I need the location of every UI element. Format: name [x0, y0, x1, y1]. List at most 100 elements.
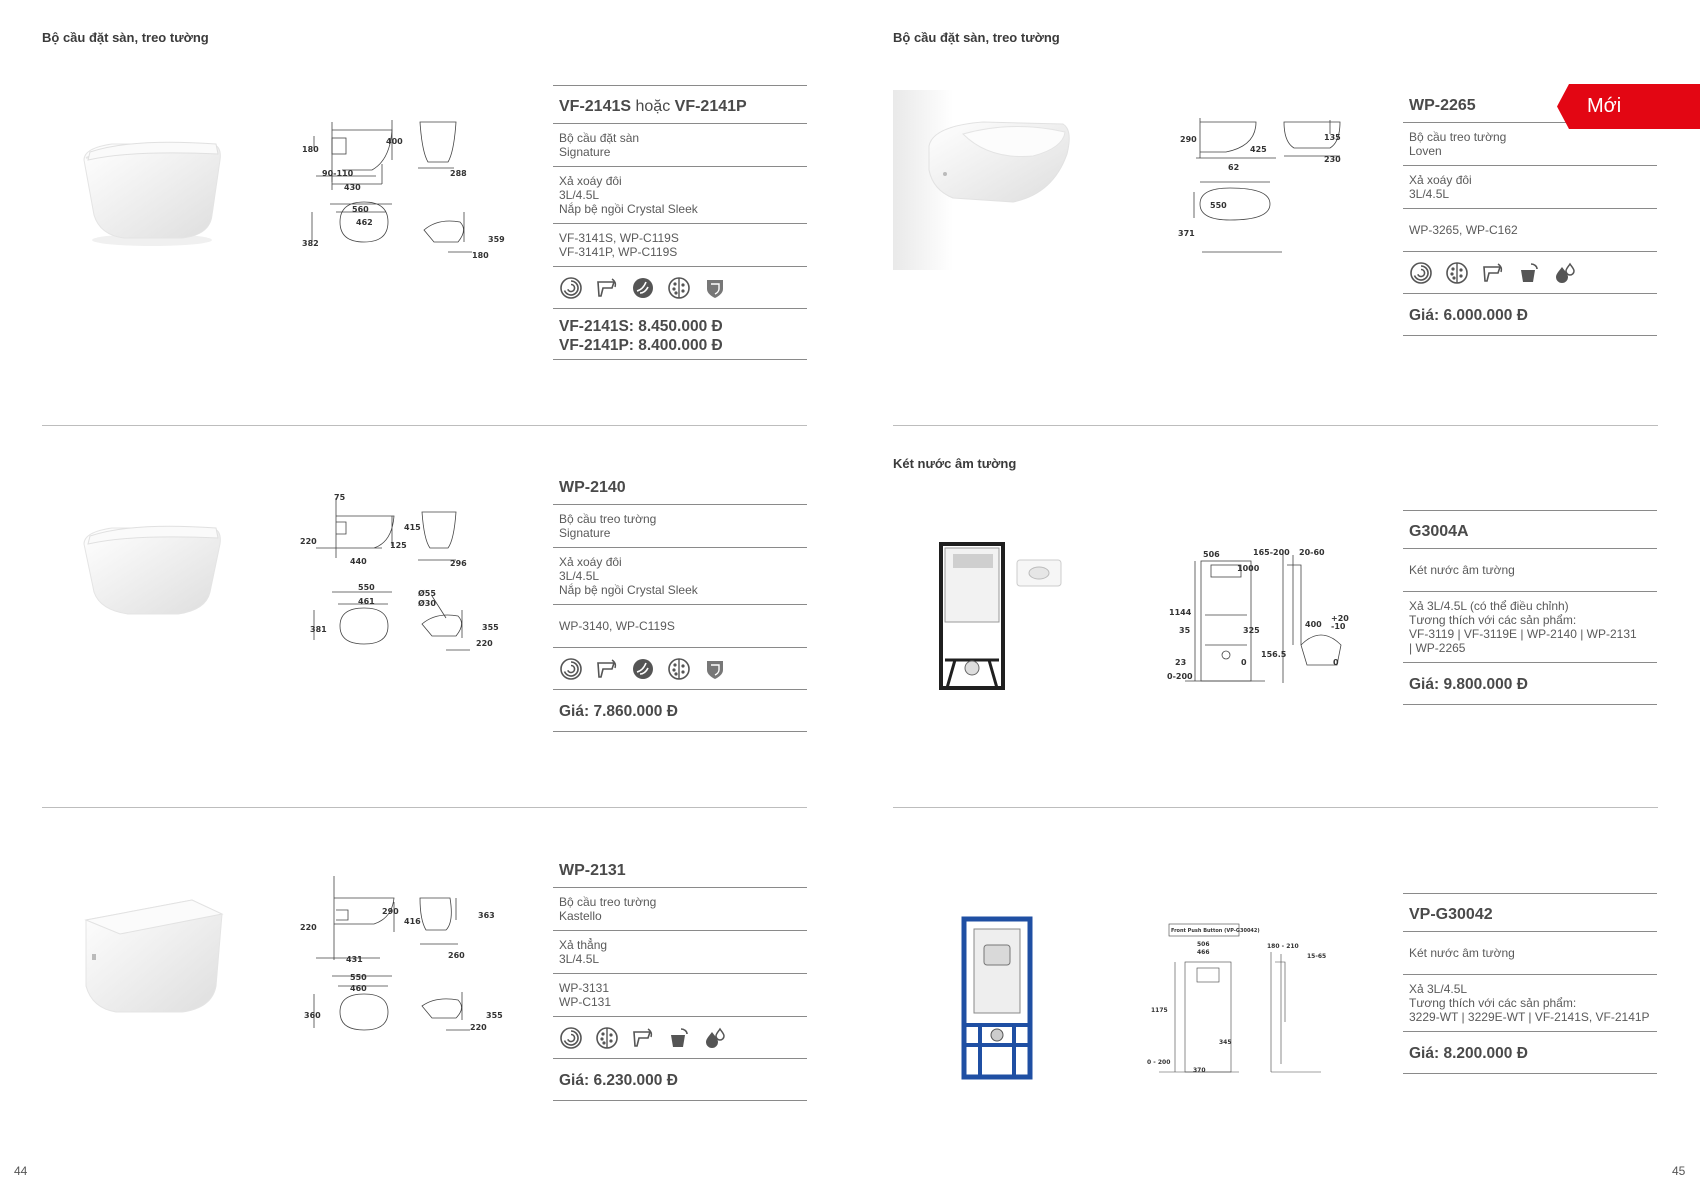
svg-text:290: 290	[1180, 135, 1197, 144]
svg-text:220: 220	[300, 923, 317, 932]
svg-text:371: 371	[1178, 229, 1195, 238]
svg-text:425: 425	[1250, 145, 1267, 154]
svg-text:0-200: 0-200	[1167, 672, 1193, 681]
section-title-left: Bộ cầu đặt sàn, treo tường	[42, 30, 209, 45]
section-title-cistern: Két nước âm tường	[893, 456, 1017, 471]
water-saving-icon	[1553, 261, 1577, 285]
svg-text:165-200: 165-200	[1253, 548, 1290, 557]
svg-text:430: 430	[344, 183, 361, 192]
product-photo-vp-g30042	[960, 915, 1035, 1085]
svg-text:125: 125	[390, 541, 407, 550]
product-photo-wp-2140	[72, 502, 232, 642]
svg-text:Ø30: Ø30	[418, 598, 436, 608]
shield-coating-icon	[703, 657, 727, 681]
svg-text:Ø55: Ø55	[418, 588, 436, 598]
svg-text:1144: 1144	[1169, 608, 1192, 617]
easy-clean-glaze-icon	[631, 276, 655, 300]
divider	[893, 807, 1658, 808]
divider	[893, 425, 1658, 426]
easy-clean-glaze-icon	[631, 657, 655, 681]
page-number-right: 45	[1672, 1164, 1686, 1178]
svg-text:15-65: 15-65	[1307, 953, 1326, 960]
svg-text:325: 325	[1243, 626, 1260, 635]
soft-close-seat-icon	[595, 657, 619, 681]
model-name: WP-2140	[559, 479, 626, 496]
price: Giá: 7.860.000 Đ	[553, 689, 807, 732]
svg-text:90-110: 90-110	[322, 169, 354, 178]
product-type: Két nước âm tường	[1403, 548, 1657, 591]
shield-coating-icon	[703, 276, 727, 300]
svg-text:180: 180	[472, 251, 489, 260]
svg-text:506: 506	[1197, 941, 1210, 948]
antibacterial-icon	[1445, 261, 1469, 285]
divider	[42, 807, 807, 808]
svg-text:461: 461	[358, 597, 375, 606]
soft-close-seat-icon	[1481, 261, 1505, 285]
compatible-parts: WP-3265, WP-C162	[1403, 208, 1657, 251]
product-photo-g3004a	[935, 540, 1065, 695]
svg-text:431: 431	[346, 955, 363, 964]
spec-card-g3004a: G3004A Két nước âm tường Xả 3L/4.5L (có …	[1403, 510, 1657, 705]
svg-text:560: 560	[352, 205, 369, 214]
feature-icons	[553, 266, 807, 308]
compatible-parts: WP-3140, WP-C119S	[553, 604, 807, 647]
rimless-icon	[1517, 261, 1541, 285]
price: Giá: 9.800.000 Đ	[1403, 662, 1657, 705]
svg-text:462: 462	[356, 218, 373, 227]
product-features: Xả 3L/4.5L (có thể điều chỉnh)Tương thíc…	[1403, 591, 1657, 662]
svg-text:466: 466	[1197, 949, 1210, 956]
feature-icons	[1403, 251, 1657, 293]
price: Giá: 6.000.000 Đ	[1403, 293, 1657, 336]
soft-close-seat-icon	[595, 276, 619, 300]
svg-text:355: 355	[486, 1011, 503, 1020]
svg-text:440: 440	[350, 557, 367, 566]
feature-icons	[553, 1016, 807, 1058]
svg-text:0: 0	[1333, 658, 1339, 667]
svg-text:62: 62	[1228, 163, 1239, 172]
svg-text:+20: +20	[1331, 614, 1349, 623]
svg-text:220: 220	[476, 639, 493, 648]
svg-text:0 - 200: 0 - 200	[1147, 1059, 1170, 1066]
model-name: VF-2141S hoặc VF-2141P	[553, 85, 807, 123]
svg-text:400: 400	[386, 137, 403, 146]
svg-text:296: 296	[450, 559, 467, 568]
svg-text:345: 345	[1219, 1039, 1232, 1046]
svg-text:-10: -10	[1331, 622, 1346, 631]
price: Giá: 6.230.000 Đ	[553, 1058, 807, 1101]
svg-text:1175: 1175	[1151, 1007, 1168, 1014]
svg-text:360: 360	[304, 1011, 321, 1020]
svg-text:460: 460	[350, 984, 367, 993]
svg-text:135: 135	[1324, 133, 1341, 142]
product-photo-wp-2265	[893, 90, 1083, 270]
svg-text:382: 382	[302, 239, 319, 248]
svg-text:220: 220	[300, 537, 317, 546]
svg-text:381: 381	[310, 625, 327, 634]
svg-text:220: 220	[470, 1023, 487, 1032]
product-photo-vf-2141	[72, 120, 232, 260]
svg-text:550: 550	[358, 583, 375, 592]
product-type: Két nước âm tường	[1403, 931, 1657, 974]
svg-text:0: 0	[1241, 658, 1247, 667]
swirl-flush-icon	[559, 276, 583, 300]
swirl-flush-icon	[559, 657, 583, 681]
model-name: WP-2131	[559, 862, 626, 879]
svg-text:35: 35	[1179, 626, 1191, 635]
